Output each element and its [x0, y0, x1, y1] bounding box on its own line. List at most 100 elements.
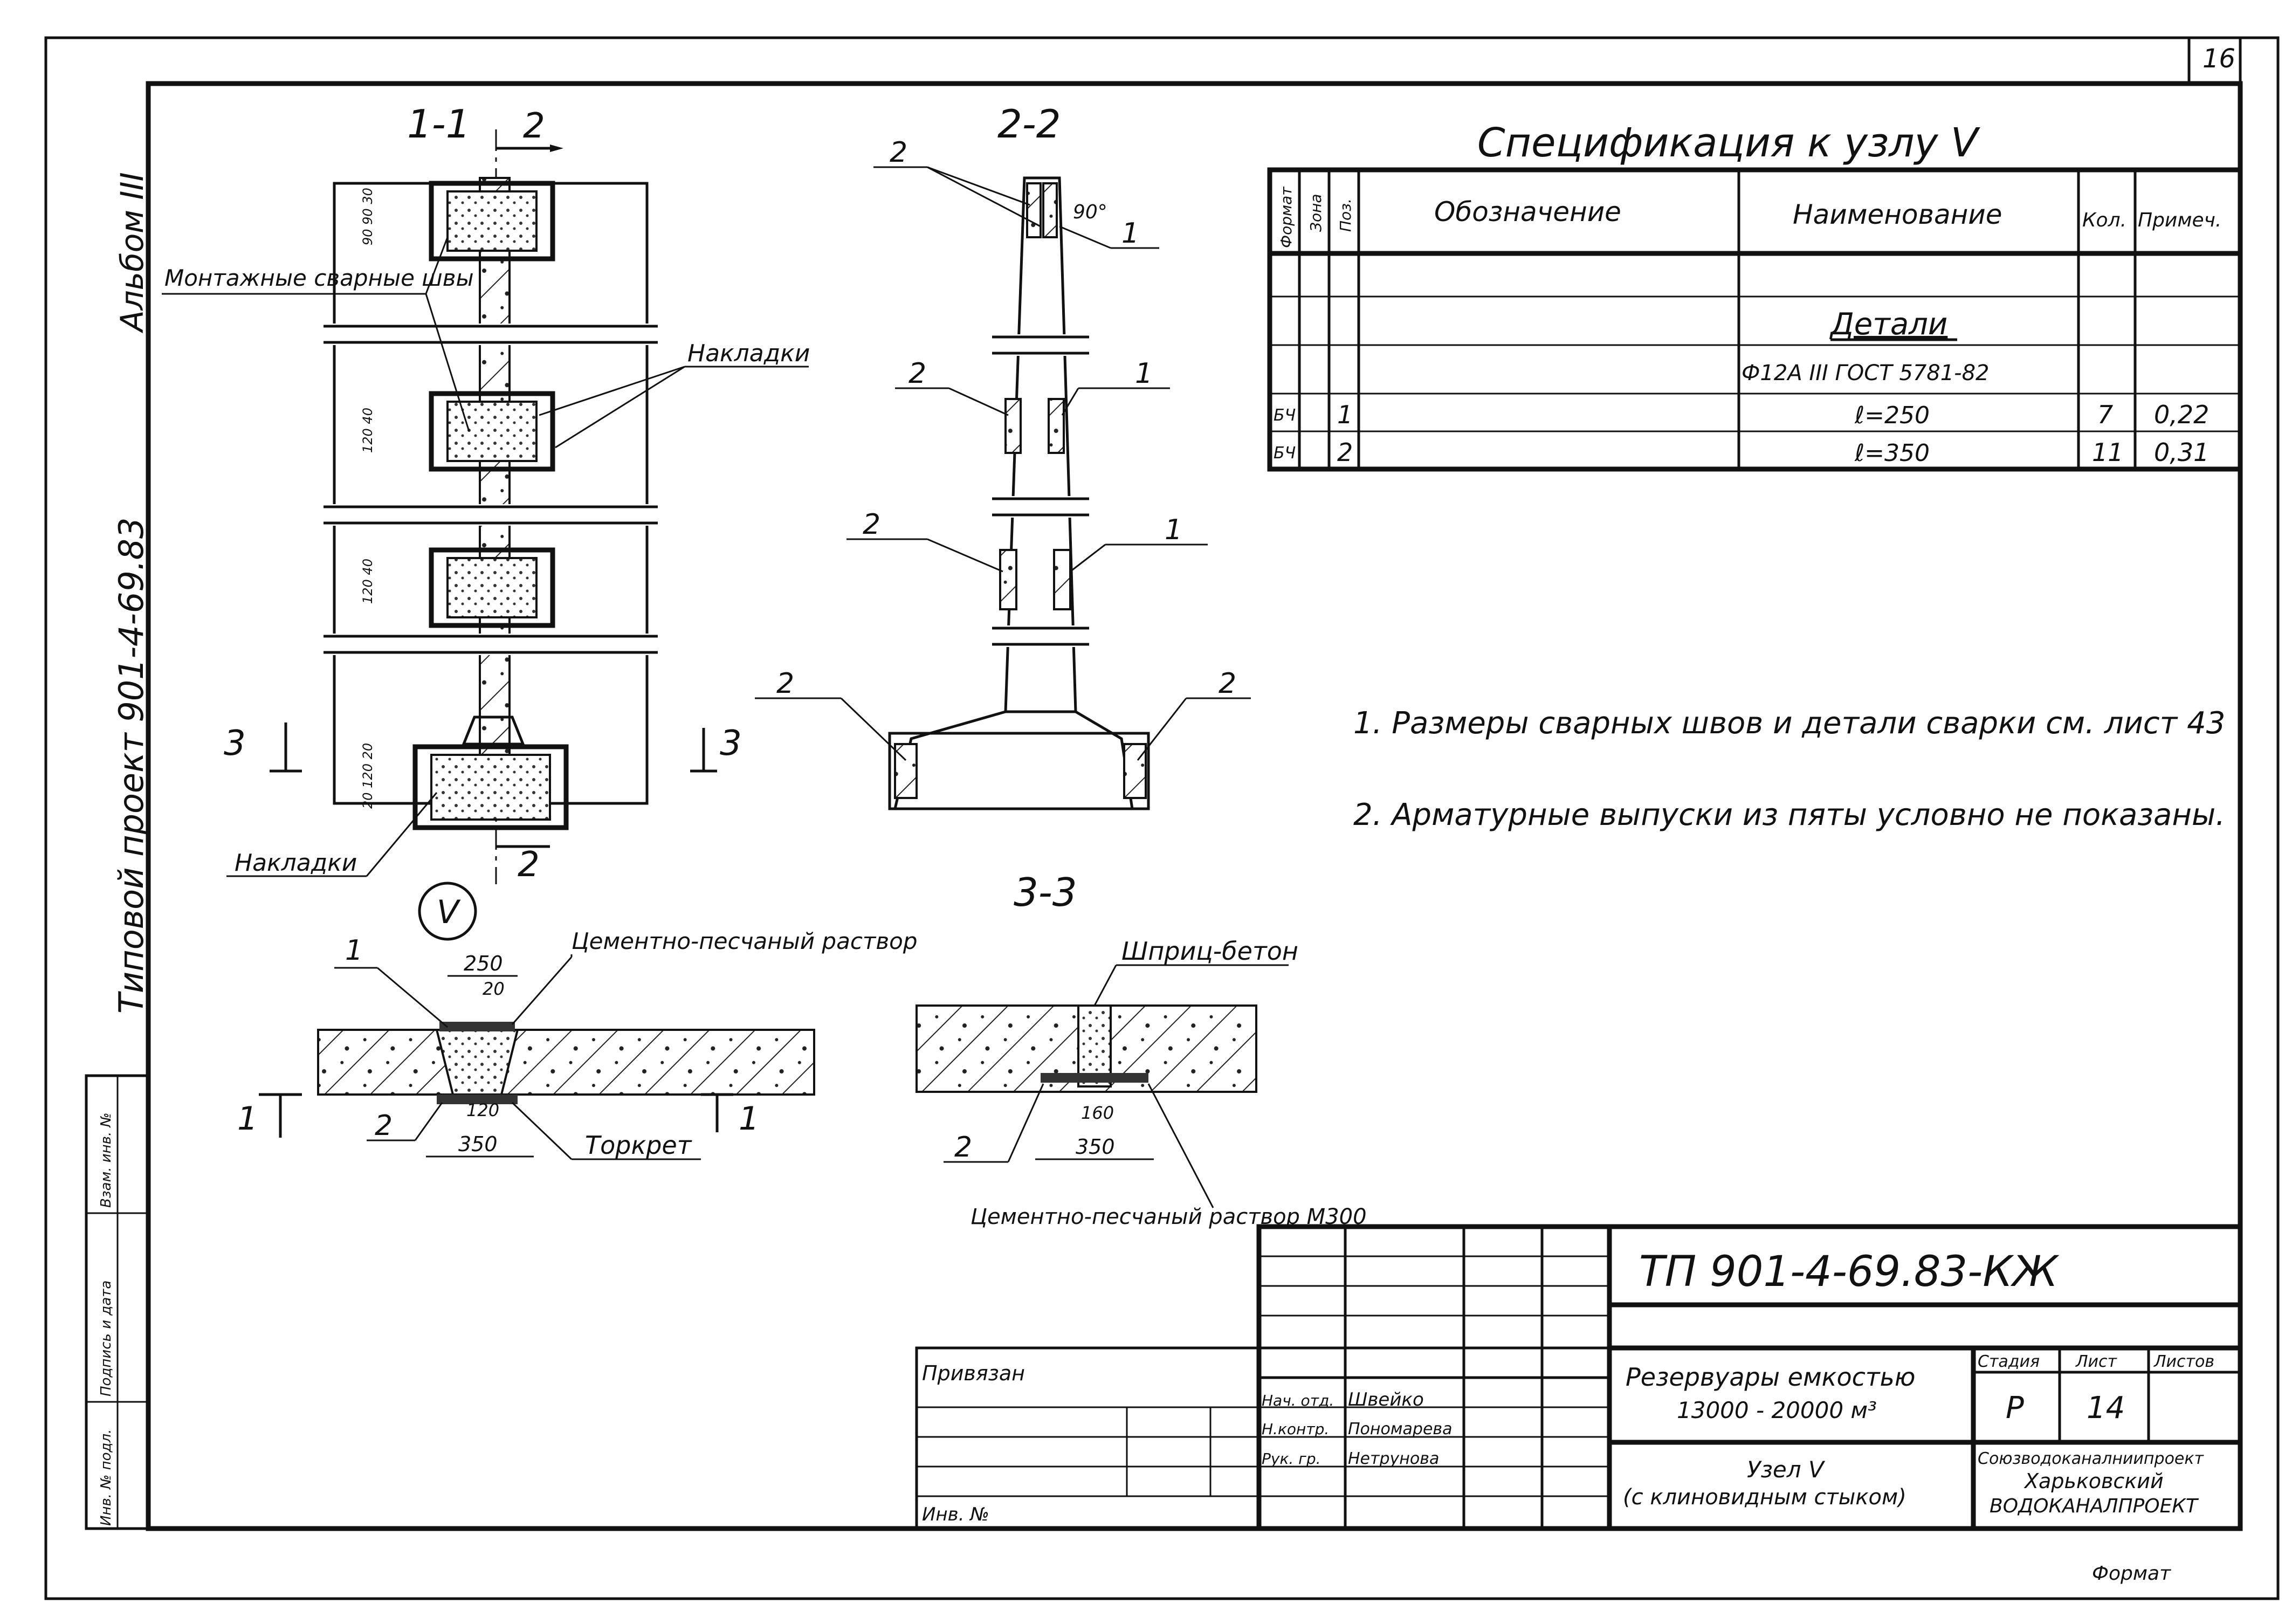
section-3-3: 3-3 Шприц-бетон 2 160 350 Цементно-песча… — [916, 870, 1367, 1229]
s22-pos1-a: 1 — [1121, 217, 1139, 250]
cut-2-bottom: 2 — [518, 845, 540, 885]
tb-sheet: 14 — [2087, 1391, 2125, 1426]
node-cement-sand: Цементно-песчаный раствор — [572, 928, 917, 954]
tb-capacity: 13000 - 20000 м³ — [1677, 1397, 1877, 1423]
node-d350: 350 — [458, 1132, 498, 1156]
project-label: Типовой проект 901-4-69.83 — [112, 518, 151, 1014]
spec-h-name: Наименование — [1793, 199, 2002, 230]
tb-name-2: Пономарева — [1348, 1420, 1452, 1439]
spec-material: Ф12А III ГОСТ 5781-82 — [1742, 361, 1990, 386]
tb-inv: Инв. № — [922, 1504, 989, 1525]
dim-v3: 120 40 — [360, 559, 375, 604]
tb-drawing: Узел V — [1747, 1456, 1826, 1483]
spec-h-designation: Обозначение — [1434, 196, 1621, 228]
tb-sheet-h: Лист — [2075, 1352, 2118, 1371]
section-3-3-title: 3-3 — [1014, 870, 1077, 915]
spec-h-qty: Кол. — [2082, 209, 2126, 231]
tb-drawing-sub: (с клиновидным стыком) — [1623, 1485, 1906, 1510]
spec-title: Спецификация к узлу V — [1477, 120, 1980, 166]
spec-h-pos: Поз. — [1337, 198, 1354, 232]
title-block: Привязан Инв. № Нач. отд. Н.контр. Рук. … — [915, 1224, 2243, 1531]
tb-stage: Р — [2006, 1391, 2024, 1426]
tb-code: ТП 901-4-69.83-КЖ — [1639, 1248, 2060, 1296]
tb-name-1: Швейко — [1348, 1389, 1424, 1410]
stamp-replace: Взам. инв. № — [98, 1112, 114, 1208]
tb-org-2: Харьковский — [2023, 1469, 2164, 1493]
title-grid — [1259, 1227, 1609, 1529]
tb-sheets-h: Листов — [2153, 1352, 2214, 1371]
spec-h-format: Формат — [1277, 187, 1295, 248]
node-torkret: Торкрет — [585, 1131, 692, 1160]
s22-pos2-c: 2 — [863, 508, 880, 541]
tb-name-3: Нетрунова — [1348, 1449, 1439, 1468]
section-2-2-title: 2-2 — [997, 101, 1061, 147]
node-v-marker: V — [437, 893, 461, 931]
spec-r1-qty: 7 — [2097, 400, 2113, 429]
side-stamp: Инв. № подл. Подпись и дата Взам. инв. № — [85, 1074, 150, 1530]
dim-v2: 120 40 — [360, 408, 375, 453]
sheet-number-box — [2187, 36, 2242, 85]
spec-r1-name: ℓ=250 — [1854, 402, 1930, 429]
spec-r2-note: 0,31 — [2154, 438, 2209, 467]
node-cut1-right: 1 — [739, 1100, 759, 1138]
tb-role-2: Н.контр. — [1262, 1420, 1329, 1438]
sheet-number: 16 — [2202, 44, 2235, 74]
dim-v4: 20 120 20 — [360, 743, 375, 809]
spec-h-note: Примеч. — [2138, 209, 2221, 231]
s22-pos2-d: 2 — [776, 668, 794, 700]
s22-pos2-a: 2 — [890, 136, 907, 169]
label-nakladki-bottom: Накладки — [235, 849, 357, 877]
s33-pos2: 2 — [954, 1131, 972, 1164]
s22-pos1-b: 1 — [1135, 357, 1153, 390]
s33-d160: 160 — [1081, 1103, 1114, 1123]
tb-org-1: Союзводоканалниипроект — [1978, 1449, 2205, 1468]
spec-group: Детали — [1829, 307, 1947, 342]
spec-r2-format: БЧ — [1274, 444, 1296, 463]
spec-r2-name: ℓ=350 — [1854, 439, 1930, 467]
label-montage-seams: Монтажные сварные швы — [164, 265, 474, 291]
node-pos1: 1 — [345, 934, 363, 967]
note-2: 2. Арматурные выпуски из пяты условно не… — [1353, 797, 2225, 832]
node-v-detail: V 1 250 20 Цементно-песчаный раствор 2 1… — [237, 882, 917, 1160]
node-d250: 250 — [464, 952, 503, 975]
spec-r1-note: 0,22 — [2154, 400, 2209, 429]
node-d120: 120 — [466, 1100, 499, 1120]
node-d20: 20 — [483, 979, 505, 999]
tb-role-3: Рук. гр. — [1262, 1450, 1321, 1468]
cut-2-top: 2 — [523, 106, 545, 146]
spec-h-zone: Зона — [1307, 194, 1325, 232]
tb-stage-h: Стадия — [1978, 1352, 2040, 1371]
s33-shpric: Шприц-бетон — [1121, 937, 1298, 966]
label-montage-seams-text: Монтажные сварные швы — [164, 265, 474, 291]
note-1: 1. Размеры сварных швов и детали сварки … — [1353, 706, 2225, 741]
section-2-2: 2-2 90° 2 1 2 1 — [755, 101, 1251, 810]
section-1-1-title: 1-1 — [407, 101, 471, 147]
label-nakladki-top: Накладки — [687, 340, 810, 367]
s22-pos1-c: 1 — [1165, 514, 1182, 546]
cut-3-right: 3 — [720, 724, 742, 763]
node-pos2: 2 — [375, 1110, 393, 1142]
spec-r1-format: БЧ — [1274, 406, 1296, 425]
s22-pos2-b: 2 — [908, 357, 926, 390]
tb-object: Резервуары емкостью — [1626, 1362, 1916, 1392]
tb-privyazan: Привязан — [922, 1361, 1025, 1385]
section-1-1: 1-1 2 2 90 90 30 — [162, 101, 810, 885]
cut-3-left: 3 — [224, 724, 246, 763]
dim-v1: 90 90 30 — [360, 188, 375, 245]
spec-r2-pos: 2 — [1337, 438, 1353, 467]
stamp-sign: Подпись и дата — [98, 1281, 114, 1396]
s22-angle: 90° — [1073, 201, 1107, 223]
node-cement-sand-text: Цементно-песчаный раствор — [572, 928, 917, 954]
outer-frame — [44, 36, 2280, 1600]
tb-role-1: Нач. отд. — [1262, 1392, 1334, 1409]
spec-r2-qty: 11 — [2092, 438, 2124, 467]
s33-d350: 350 — [1076, 1135, 1115, 1159]
format-label: Формат — [2092, 1563, 2171, 1585]
tb-org-3: ВОДОКАНАЛПРОЕКТ — [1990, 1495, 2199, 1517]
spec-r1-pos: 1 — [1337, 400, 1353, 429]
node-cut1-left: 1 — [237, 1100, 258, 1138]
s22-pos2-e: 2 — [1219, 668, 1236, 700]
album-label: Альбом III — [114, 172, 150, 334]
notes: 1. Размеры сварных швов и детали сварки … — [1353, 706, 2225, 832]
